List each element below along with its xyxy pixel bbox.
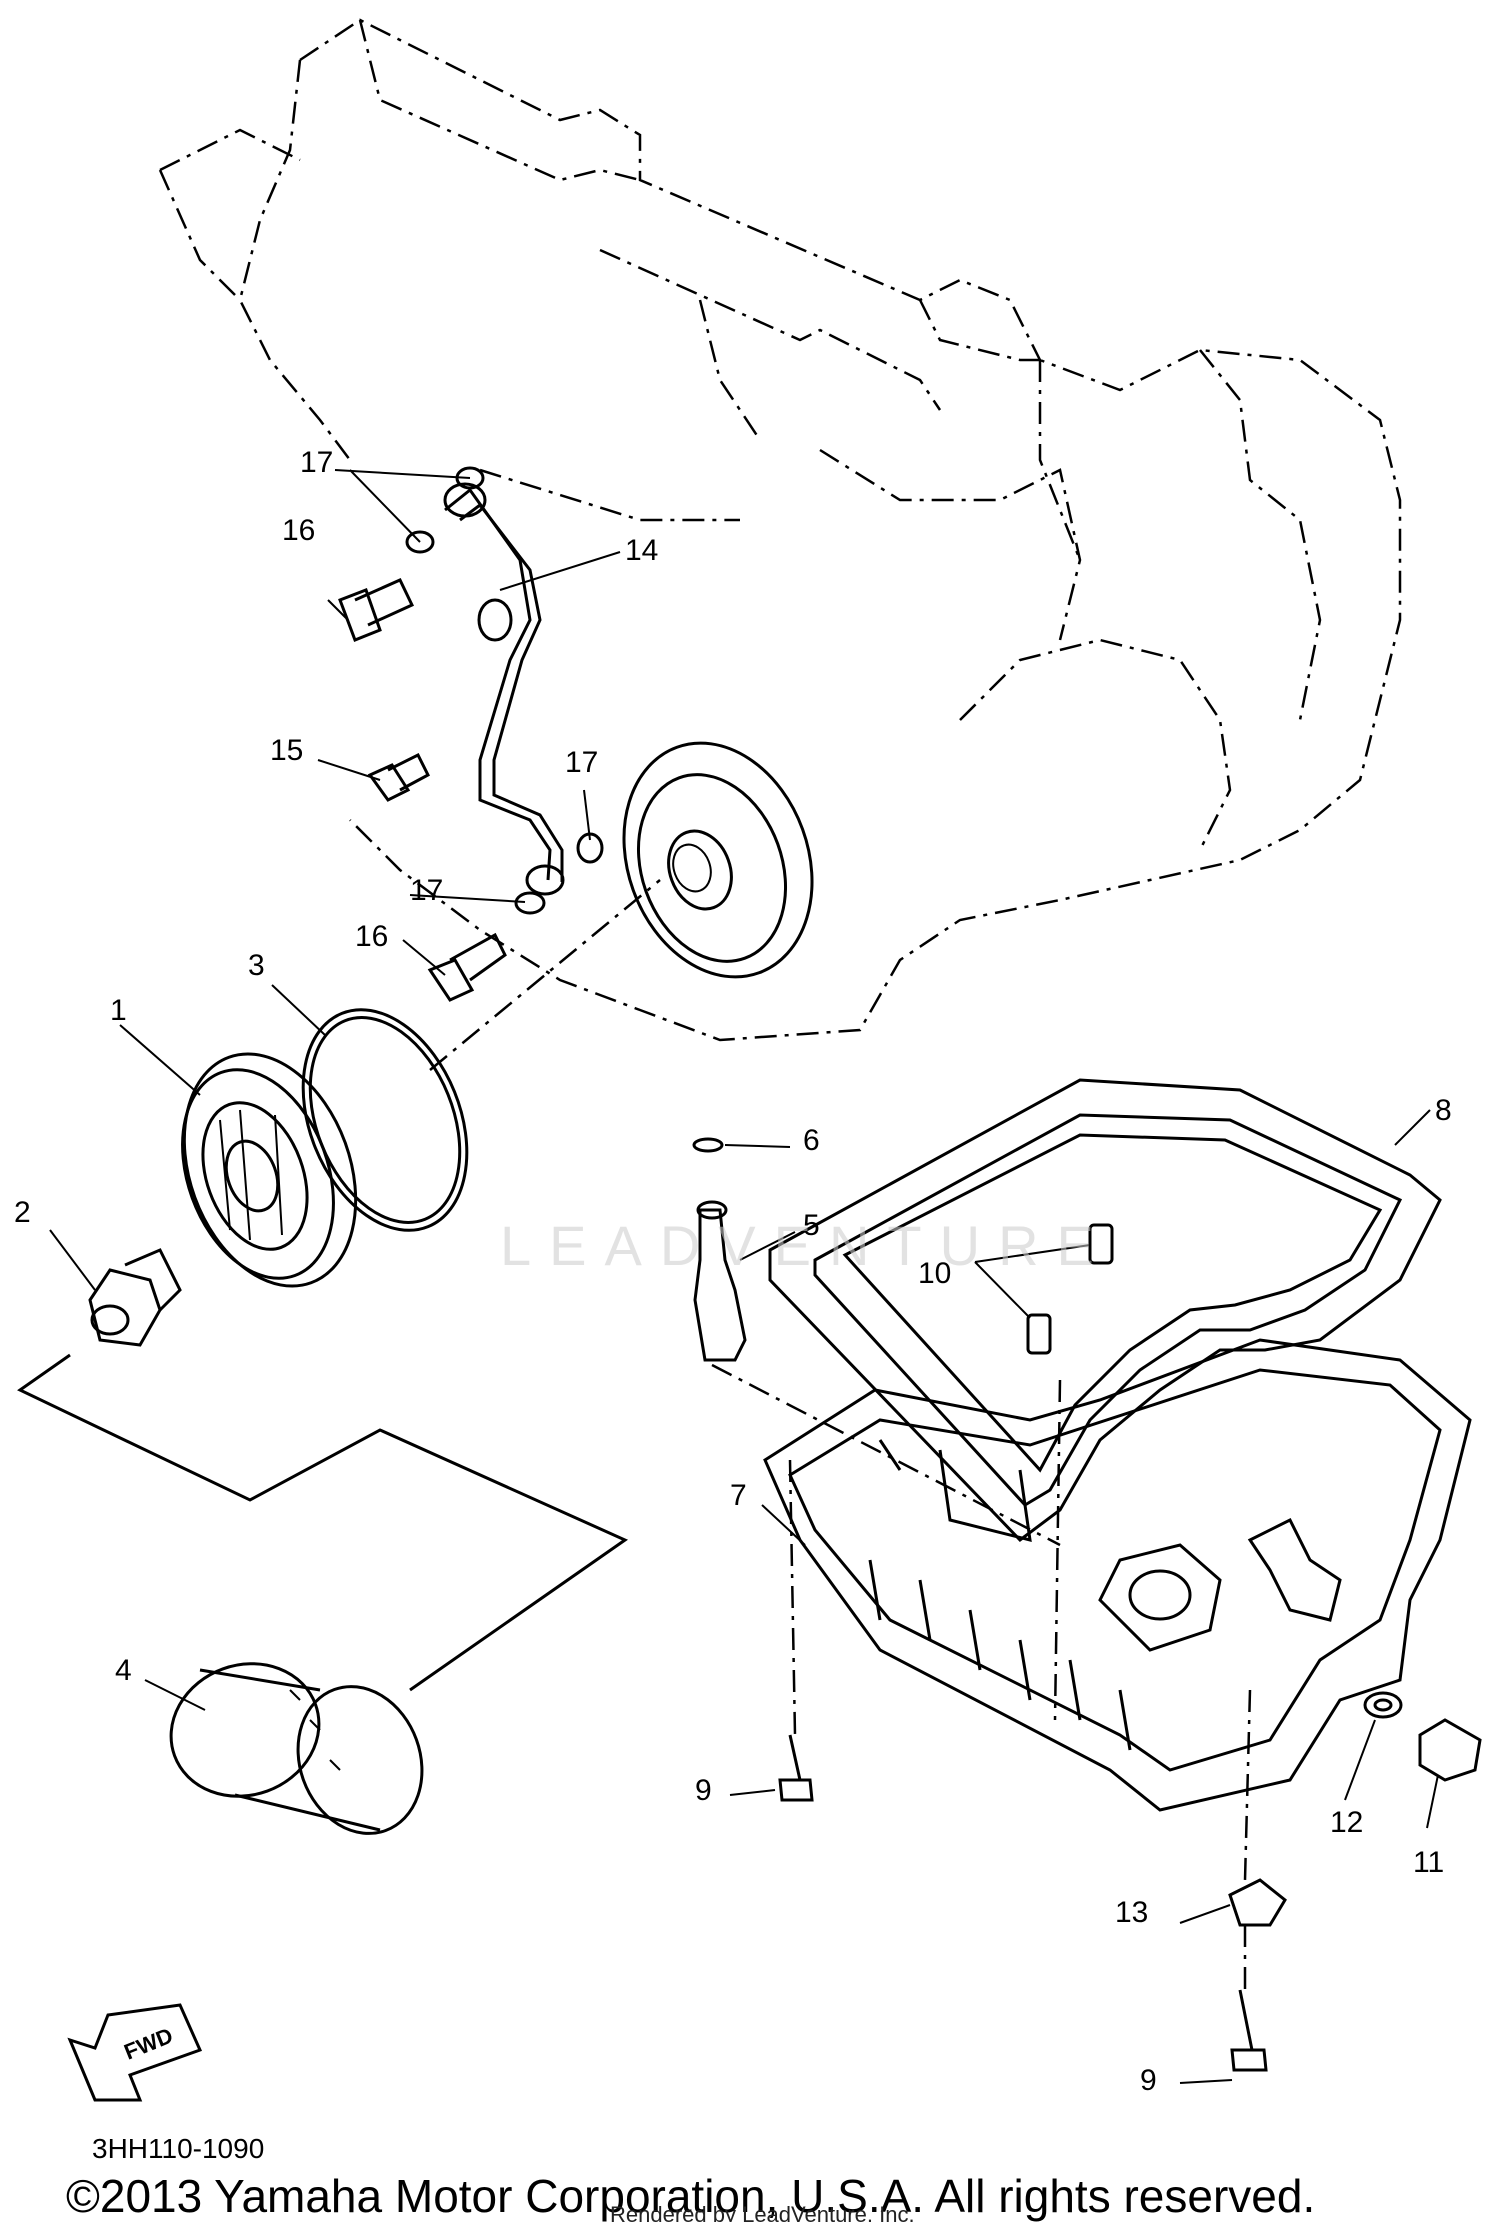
oil-pan-gasket <box>768 1078 1442 1542</box>
watermark: LEADVENTURE <box>500 1214 1112 1277</box>
label-6: 6 <box>803 1124 820 1157</box>
diagram-code: 3HH110-1090 <box>92 2133 264 2164</box>
union-bolt <box>88 1248 182 1347</box>
label-12: 12 <box>1330 1806 1363 1839</box>
dowel-pins <box>1026 1223 1114 1355</box>
fwd-arrow-icon: FWD <box>67 2003 203 2102</box>
label-9-bottom: 9 <box>1140 2064 1157 2097</box>
label-8: 8 <box>1435 1094 1452 1127</box>
label-5: 5 <box>803 1209 820 1242</box>
label-17-mid: 17 <box>410 874 443 907</box>
label-17-top: 17 <box>300 446 333 479</box>
label-2: 2 <box>14 1196 31 1229</box>
label-9-left: 9 <box>695 1774 712 1807</box>
rendered-by-notice: Rendered by LeadVenture, Inc. <box>610 2202 915 2222</box>
oil-strainer <box>692 1137 747 1362</box>
label-4: 4 <box>115 1654 132 1687</box>
label-13: 13 <box>1115 1896 1148 1929</box>
filter-mount <box>622 741 814 979</box>
label-17-right: 17 <box>565 746 598 779</box>
label-7: 7 <box>730 1479 747 1512</box>
oil-pan <box>763 1338 1472 1812</box>
engine-block <box>158 18 1402 1042</box>
label-16-top: 16 <box>282 514 315 547</box>
oil-filter <box>169 1662 424 1835</box>
leader-lines <box>49 469 1439 2084</box>
label-3: 3 <box>248 949 265 982</box>
copyright-notice: ©2013 Yamaha Motor Corporation, U.S.A. A… <box>66 2170 1315 2222</box>
oil-pipe <box>443 482 565 896</box>
assembly-lines-left <box>17 879 661 1692</box>
oil-pan-fasteners <box>711 1363 1482 2072</box>
label-16-bottom: 16 <box>355 920 388 953</box>
label-10: 10 <box>918 1257 951 1290</box>
label-15: 15 <box>270 734 303 767</box>
label-14: 14 <box>625 534 658 567</box>
label-1: 1 <box>110 994 127 1027</box>
label-11: 11 <box>1413 1846 1444 1879</box>
oil-cooler <box>181 1052 358 1288</box>
part-labels: 17 16 14 15 17 17 16 3 1 2 6 5 8 10 7 4 … <box>14 446 1452 2097</box>
